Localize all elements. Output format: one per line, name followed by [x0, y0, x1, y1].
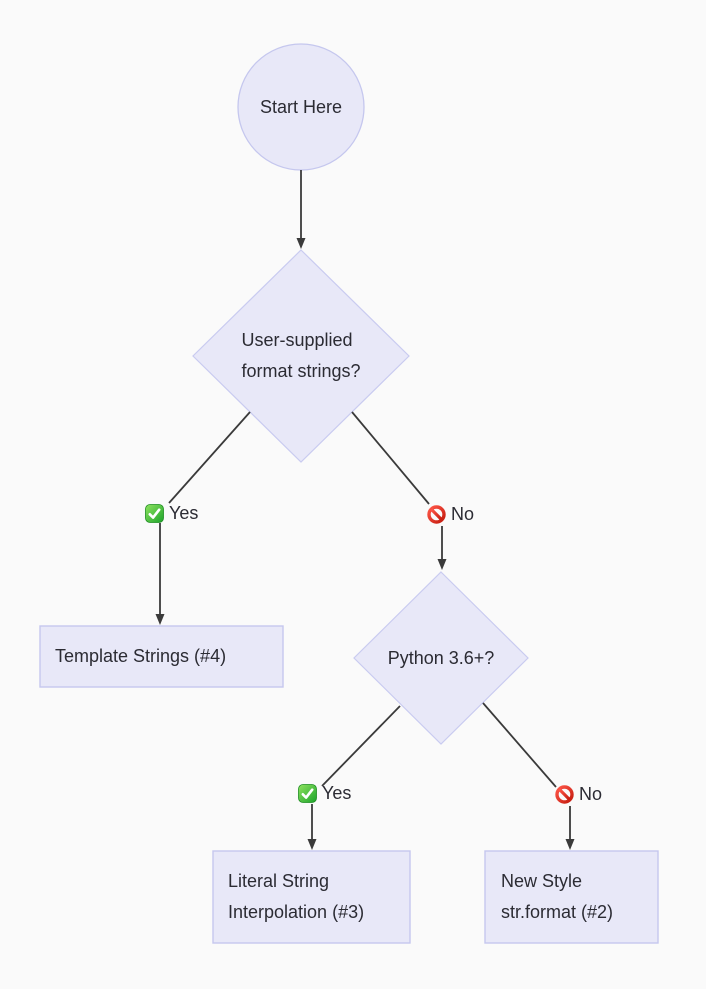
new-style-box-shape: [484, 850, 659, 944]
check-mark-icon: [298, 784, 317, 803]
edge-label-yes-1: Yes: [145, 504, 198, 523]
arrowhead-newstyle: [565, 839, 575, 850]
decision1-diamond-shape: [192, 249, 410, 463]
template-strings-box-shape: [39, 625, 284, 688]
start-circle-shape: [237, 43, 365, 171]
check-mark-icon: [145, 504, 164, 523]
edge-decision2-to-no2: [482, 702, 557, 788]
edge-label-no-text: No: [451, 504, 475, 524]
edge-decision1-to-yes1: [168, 411, 251, 504]
edge-label-no-text: No: [579, 784, 603, 804]
literal-interpolation-box-shape: [212, 850, 411, 944]
arrowhead-template: [155, 614, 165, 625]
arrowheads: [155, 238, 575, 850]
arrowhead-decision1: [296, 238, 306, 249]
edge-decision2-to-yes2: [321, 705, 401, 787]
edge-decision1-to-no1: [351, 411, 430, 505]
edge-label-no-2: No: [555, 785, 602, 804]
edge-label-no-1: No: [427, 505, 474, 524]
edge-label-yes-text: Yes: [322, 783, 352, 803]
arrowhead-literal: [307, 839, 317, 850]
edge-lines: [159, 170, 571, 841]
edge-label-yes-text: Yes: [169, 503, 199, 523]
prohibited-icon: [427, 505, 446, 524]
arrowhead-decision2: [437, 559, 447, 570]
edge-label-yes-2: Yes: [298, 784, 351, 803]
decision2-diamond-shape: [353, 571, 529, 745]
prohibited-icon: [555, 785, 574, 804]
